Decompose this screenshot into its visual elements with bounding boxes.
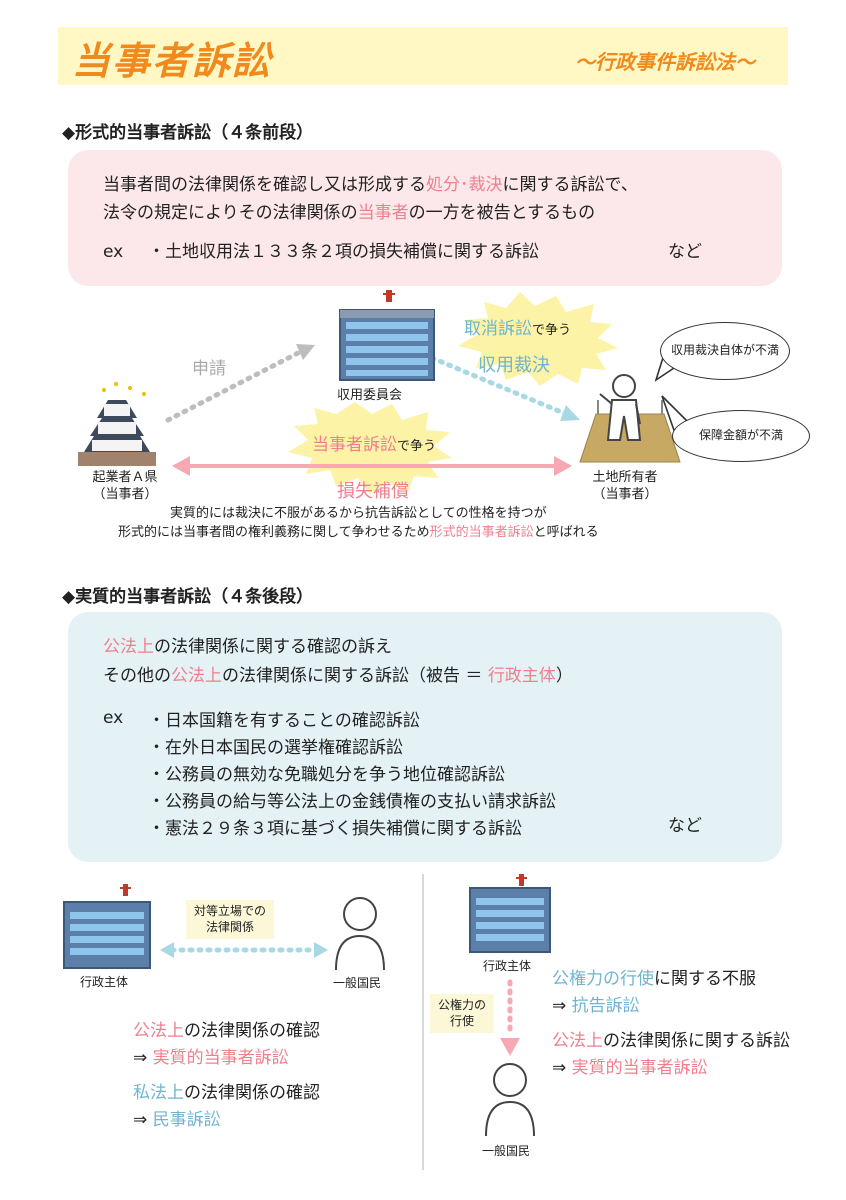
page-title: 当事者訴訟 xyxy=(72,39,273,83)
committee-label: 収用委員会 xyxy=(337,388,403,403)
list-item: ・憲法２９条３項に基づく損失補償に関する訴訟 xyxy=(148,819,522,839)
left-result-1: 公法上の法律関係の確認 ⇒ 実質的当事者訴訟 xyxy=(133,1021,320,1068)
left-relation-arrow-head xyxy=(314,942,328,958)
left-relation-callout: 対等立場での 法律関係 xyxy=(186,900,275,940)
formal-ex-text: ・土地収用法１３３条２項の損失補償に関する訴訟 xyxy=(148,242,539,262)
right-result-2: 公法上の法律関係に関する訴訟 ⇒ 実質的当事者訴訟 xyxy=(552,1031,790,1078)
substantive-line1: 公法上の法律関係に関する確認の訴え xyxy=(103,637,392,657)
substantive-example-list: ・日本国籍を有することの確認訴訟 ・在外日本国民の選挙権確認訴訟 ・公務員の無効… xyxy=(148,708,556,843)
formal-def-line2: 法令の規定によりその法律関係の当事者の一方を被告とするもの xyxy=(103,203,596,223)
shuyo-arrow-head xyxy=(560,405,580,421)
list-item: ・在外日本国民の選挙権確認訴訟 xyxy=(148,738,403,758)
power-callout: 公権力の 行使 xyxy=(430,994,495,1034)
title-banner xyxy=(58,27,788,85)
substantive-ex-label: ex xyxy=(103,708,124,728)
right-citizen-label: 一般国民 xyxy=(482,1144,531,1158)
torikeshi-label: 取消訴訟で争う xyxy=(464,319,572,339)
list-item: ・日本国籍を有することの確認訴訟 xyxy=(148,711,420,731)
burst-shape xyxy=(288,402,452,494)
shuyo-label: 収用裁決 xyxy=(478,355,550,376)
burst-shape xyxy=(458,292,618,386)
compensation-arrow-left-head xyxy=(172,456,190,476)
right-gov-building-icon xyxy=(469,874,551,953)
apply-arrow-line xyxy=(165,349,303,423)
apply-arrow-head xyxy=(296,344,315,360)
substantive-definition-box xyxy=(68,612,782,862)
right-gov-label: 行政主体 xyxy=(483,959,532,973)
left-citizen-icon xyxy=(335,897,385,971)
formal-note-1: 実質的には裁決に不服があるから抗告訴訟としての性格を持つが xyxy=(170,506,547,521)
landowner-icon xyxy=(579,374,681,463)
list-item: ・公務員の給与等公法上の金銭債権の支払い請求訴訟 xyxy=(148,792,556,812)
formal-note-2: 形式的には当事者間の権利義務に関して争わせるため形式的当事者訴訟と呼ばれる xyxy=(118,525,599,540)
landowner-label: 土地所有者（当事者） xyxy=(592,470,658,502)
castle-icon xyxy=(78,382,156,466)
formal-definition-box xyxy=(68,150,782,286)
applicant-label: 起業者Ａ県（当事者） xyxy=(92,470,158,502)
formal-heading: ◆形式的当事者訴訟（４条前段） xyxy=(62,123,314,143)
compensation-arrow-right-head xyxy=(554,456,572,476)
shuyo-arrow-line xyxy=(429,355,569,417)
tojisha-label: 当事者訴訟で争う xyxy=(312,435,437,455)
substantive-ex-nado: など xyxy=(668,816,702,836)
list-item: ・公務員の無効な免職処分を争う地位確認訴訟 xyxy=(148,765,505,785)
substantive-heading: ◆実質的当事者訴訟（４条後段） xyxy=(62,587,314,607)
compensation-label: 損失補償 xyxy=(337,481,409,502)
power-arrow-head xyxy=(500,1038,520,1056)
right-citizen-icon xyxy=(485,1063,535,1137)
left-relation-arrow-head xyxy=(160,942,174,958)
speech-bubble-2: 保障金額が不満 xyxy=(672,410,810,462)
right-result-1: 公権力の行使に関する不服 ⇒ 抗告訴訟 xyxy=(552,969,756,1016)
apply-label: 申請 xyxy=(192,359,226,379)
formal-ex-label: ex xyxy=(103,242,124,262)
committee-building-icon xyxy=(339,290,435,381)
page-subtitle: ～行政事件訴訟法～ xyxy=(575,50,755,74)
speech-bubble-1: 収用裁決自体が不満 xyxy=(660,322,790,380)
formal-def-line1: 当事者間の法律関係を確認し又は形成する処分･裁決に関する訴訟で、 xyxy=(103,175,638,195)
left-result-2: 私法上の法律関係の確認 ⇒ 民事訴訟 xyxy=(133,1083,320,1130)
left-gov-label: 行政主体 xyxy=(80,975,129,989)
left-citizen-label: 一般国民 xyxy=(333,976,382,990)
formal-diagram xyxy=(78,290,692,494)
substantive-line2: その他の公法上の法律関係に関する訴訟（被告 ＝ 行政主体） xyxy=(103,666,573,686)
formal-ex-nado: など xyxy=(668,242,702,262)
bottom-diagrams xyxy=(63,874,551,1170)
left-gov-building-icon xyxy=(63,884,151,969)
